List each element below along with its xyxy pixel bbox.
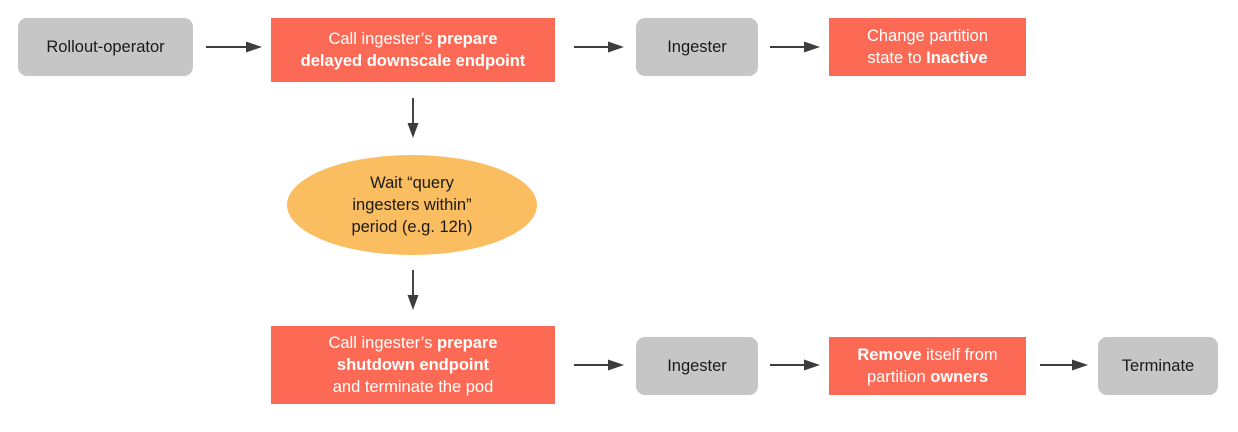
arrow-prepare-shutdown-to-ingester-bottom	[574, 359, 624, 371]
arrow-prepare-delayed-downscale-to-ingester-top	[574, 41, 624, 53]
node-label: Terminate	[1121, 356, 1195, 375]
node-label: Ingester	[667, 37, 727, 56]
node-rollout-operator[interactable]: Rollout-operator	[18, 18, 193, 76]
node-terminate[interactable]: Terminate	[1098, 337, 1218, 395]
node-label: Ingester	[667, 356, 727, 375]
arrow-rollout-operator-to-prepare-delayed-downscale	[206, 41, 262, 53]
arrow-wait-period-to-prepare-shutdown	[407, 270, 419, 310]
node-ingester-top[interactable]: Ingester	[636, 18, 758, 76]
arrow-ingester-bottom-to-remove-from-owners	[770, 359, 820, 371]
arrow-prepare-delayed-downscale-to-wait-period	[407, 98, 419, 138]
arrow-remove-from-owners-to-terminate	[1040, 359, 1088, 371]
arrow-ingester-top-to-change-partition-state	[770, 41, 820, 53]
node-label: Rollout-operator	[46, 37, 165, 56]
node-ingester-bottom[interactable]: Ingester	[636, 337, 758, 395]
